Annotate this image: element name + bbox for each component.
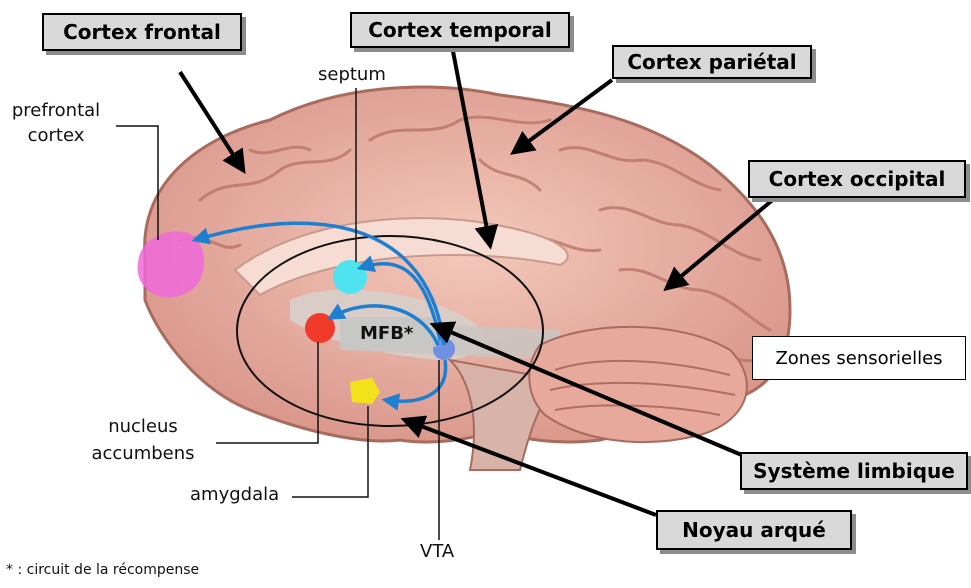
zones-sensorielles-label: Zones sensorielles xyxy=(752,336,966,380)
nucleus-accumbens-label: nucleus accumbens xyxy=(80,413,206,467)
accumbens-line-2: accumbens xyxy=(80,440,206,467)
vta-label: VTA xyxy=(420,541,454,562)
septum-label: septum xyxy=(318,64,386,85)
prefrontal-line-2: cortex xyxy=(6,123,106,148)
cortex-temporal-label: Cortex temporal xyxy=(350,12,570,48)
accumbens-line-1: nucleus xyxy=(80,413,206,440)
mfb-label: MFB* xyxy=(360,323,414,344)
prefrontal-line-1: prefrontal xyxy=(6,98,106,123)
prefrontal-cortex-label: prefrontal cortex xyxy=(6,98,106,148)
cortex-parietal-label: Cortex pariétal xyxy=(612,45,812,79)
septum-node xyxy=(333,260,367,294)
systeme-limbique-label: Système limbique xyxy=(740,452,968,490)
noyau-arque-label: Noyau arqué xyxy=(656,510,852,550)
cortex-frontal-label: Cortex frontal xyxy=(42,13,242,51)
cortex-occipital-label: Cortex occipital xyxy=(748,160,966,198)
amygdala-label: amygdala xyxy=(190,484,279,505)
footnote: * : circuit de la récompense xyxy=(6,562,199,578)
cerebellum xyxy=(529,327,747,442)
